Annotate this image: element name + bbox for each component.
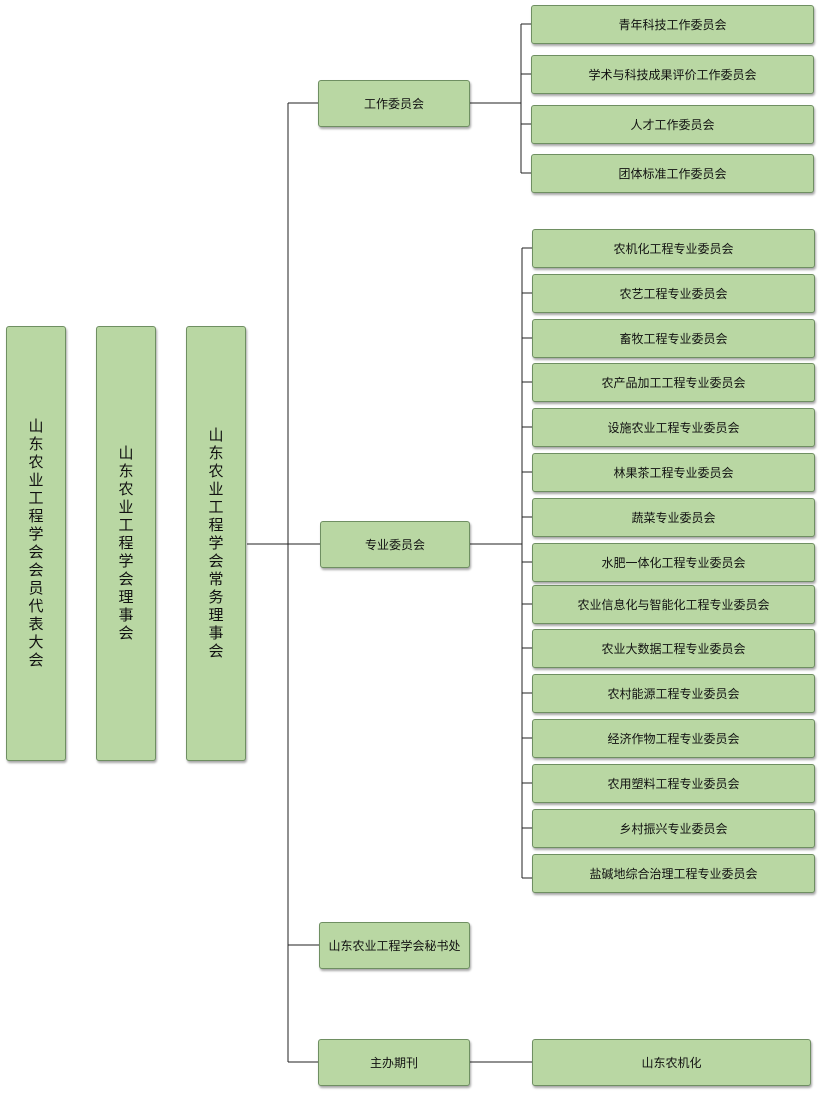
special-committee-node: 专业委员会 <box>320 521 470 568</box>
council-box: 山东农业工程学会理事会 <box>96 326 156 761</box>
members-congress-label: 山东农业工程学会会员代表大会 <box>26 417 45 670</box>
special-committee-item: 农产品加工工程专业委员会 <box>532 363 815 402</box>
special-committee-item: 蔬菜专业委员会 <box>532 498 815 537</box>
special-committee-item: 水肥一体化工程专业委员会 <box>532 543 815 582</box>
special-committee-item: 盐碱地综合治理工程专业委员会 <box>532 854 815 893</box>
work-committee-item: 团体标准工作委员会 <box>531 154 814 193</box>
work-committee-node: 工作委员会 <box>318 80 470 127</box>
special-committee-item: 农艺工程专业委员会 <box>532 274 815 313</box>
special-committee-item: 乡村振兴专业委员会 <box>532 809 815 848</box>
work-committee-item: 人才工作委员会 <box>531 105 814 144</box>
special-committee-item: 经济作物工程专业委员会 <box>532 719 815 758</box>
council-label: 山东农业工程学会理事会 <box>116 444 135 643</box>
special-committee-item: 畜牧工程专业委员会 <box>532 319 815 358</box>
special-committee-item: 农业信息化与智能化工程专业委员会 <box>532 585 815 624</box>
journal-item: 山东农机化 <box>532 1039 811 1086</box>
standing-council-box: 山东农业工程学会常务理事会 <box>186 326 246 761</box>
work-committee-item: 学术与科技成果评价工作委员会 <box>531 55 814 94</box>
work-committee-item: 青年科技工作委员会 <box>531 5 814 44</box>
special-committee-item: 农用塑料工程专业委员会 <box>532 764 815 803</box>
special-committee-item: 农业大数据工程专业委员会 <box>532 629 815 668</box>
special-committee-item: 农机化工程专业委员会 <box>532 229 815 268</box>
journal-node: 主办期刊 <box>318 1039 470 1086</box>
special-committee-item: 林果茶工程专业委员会 <box>532 453 815 492</box>
standing-council-label: 山东农业工程学会常务理事会 <box>206 426 225 661</box>
special-committee-item: 设施农业工程专业委员会 <box>532 408 815 447</box>
secretariat-node: 山东农业工程学会秘书处 <box>319 922 470 969</box>
special-committee-item: 农村能源工程专业委员会 <box>532 674 815 713</box>
members-congress-box: 山东农业工程学会会员代表大会 <box>6 326 66 761</box>
